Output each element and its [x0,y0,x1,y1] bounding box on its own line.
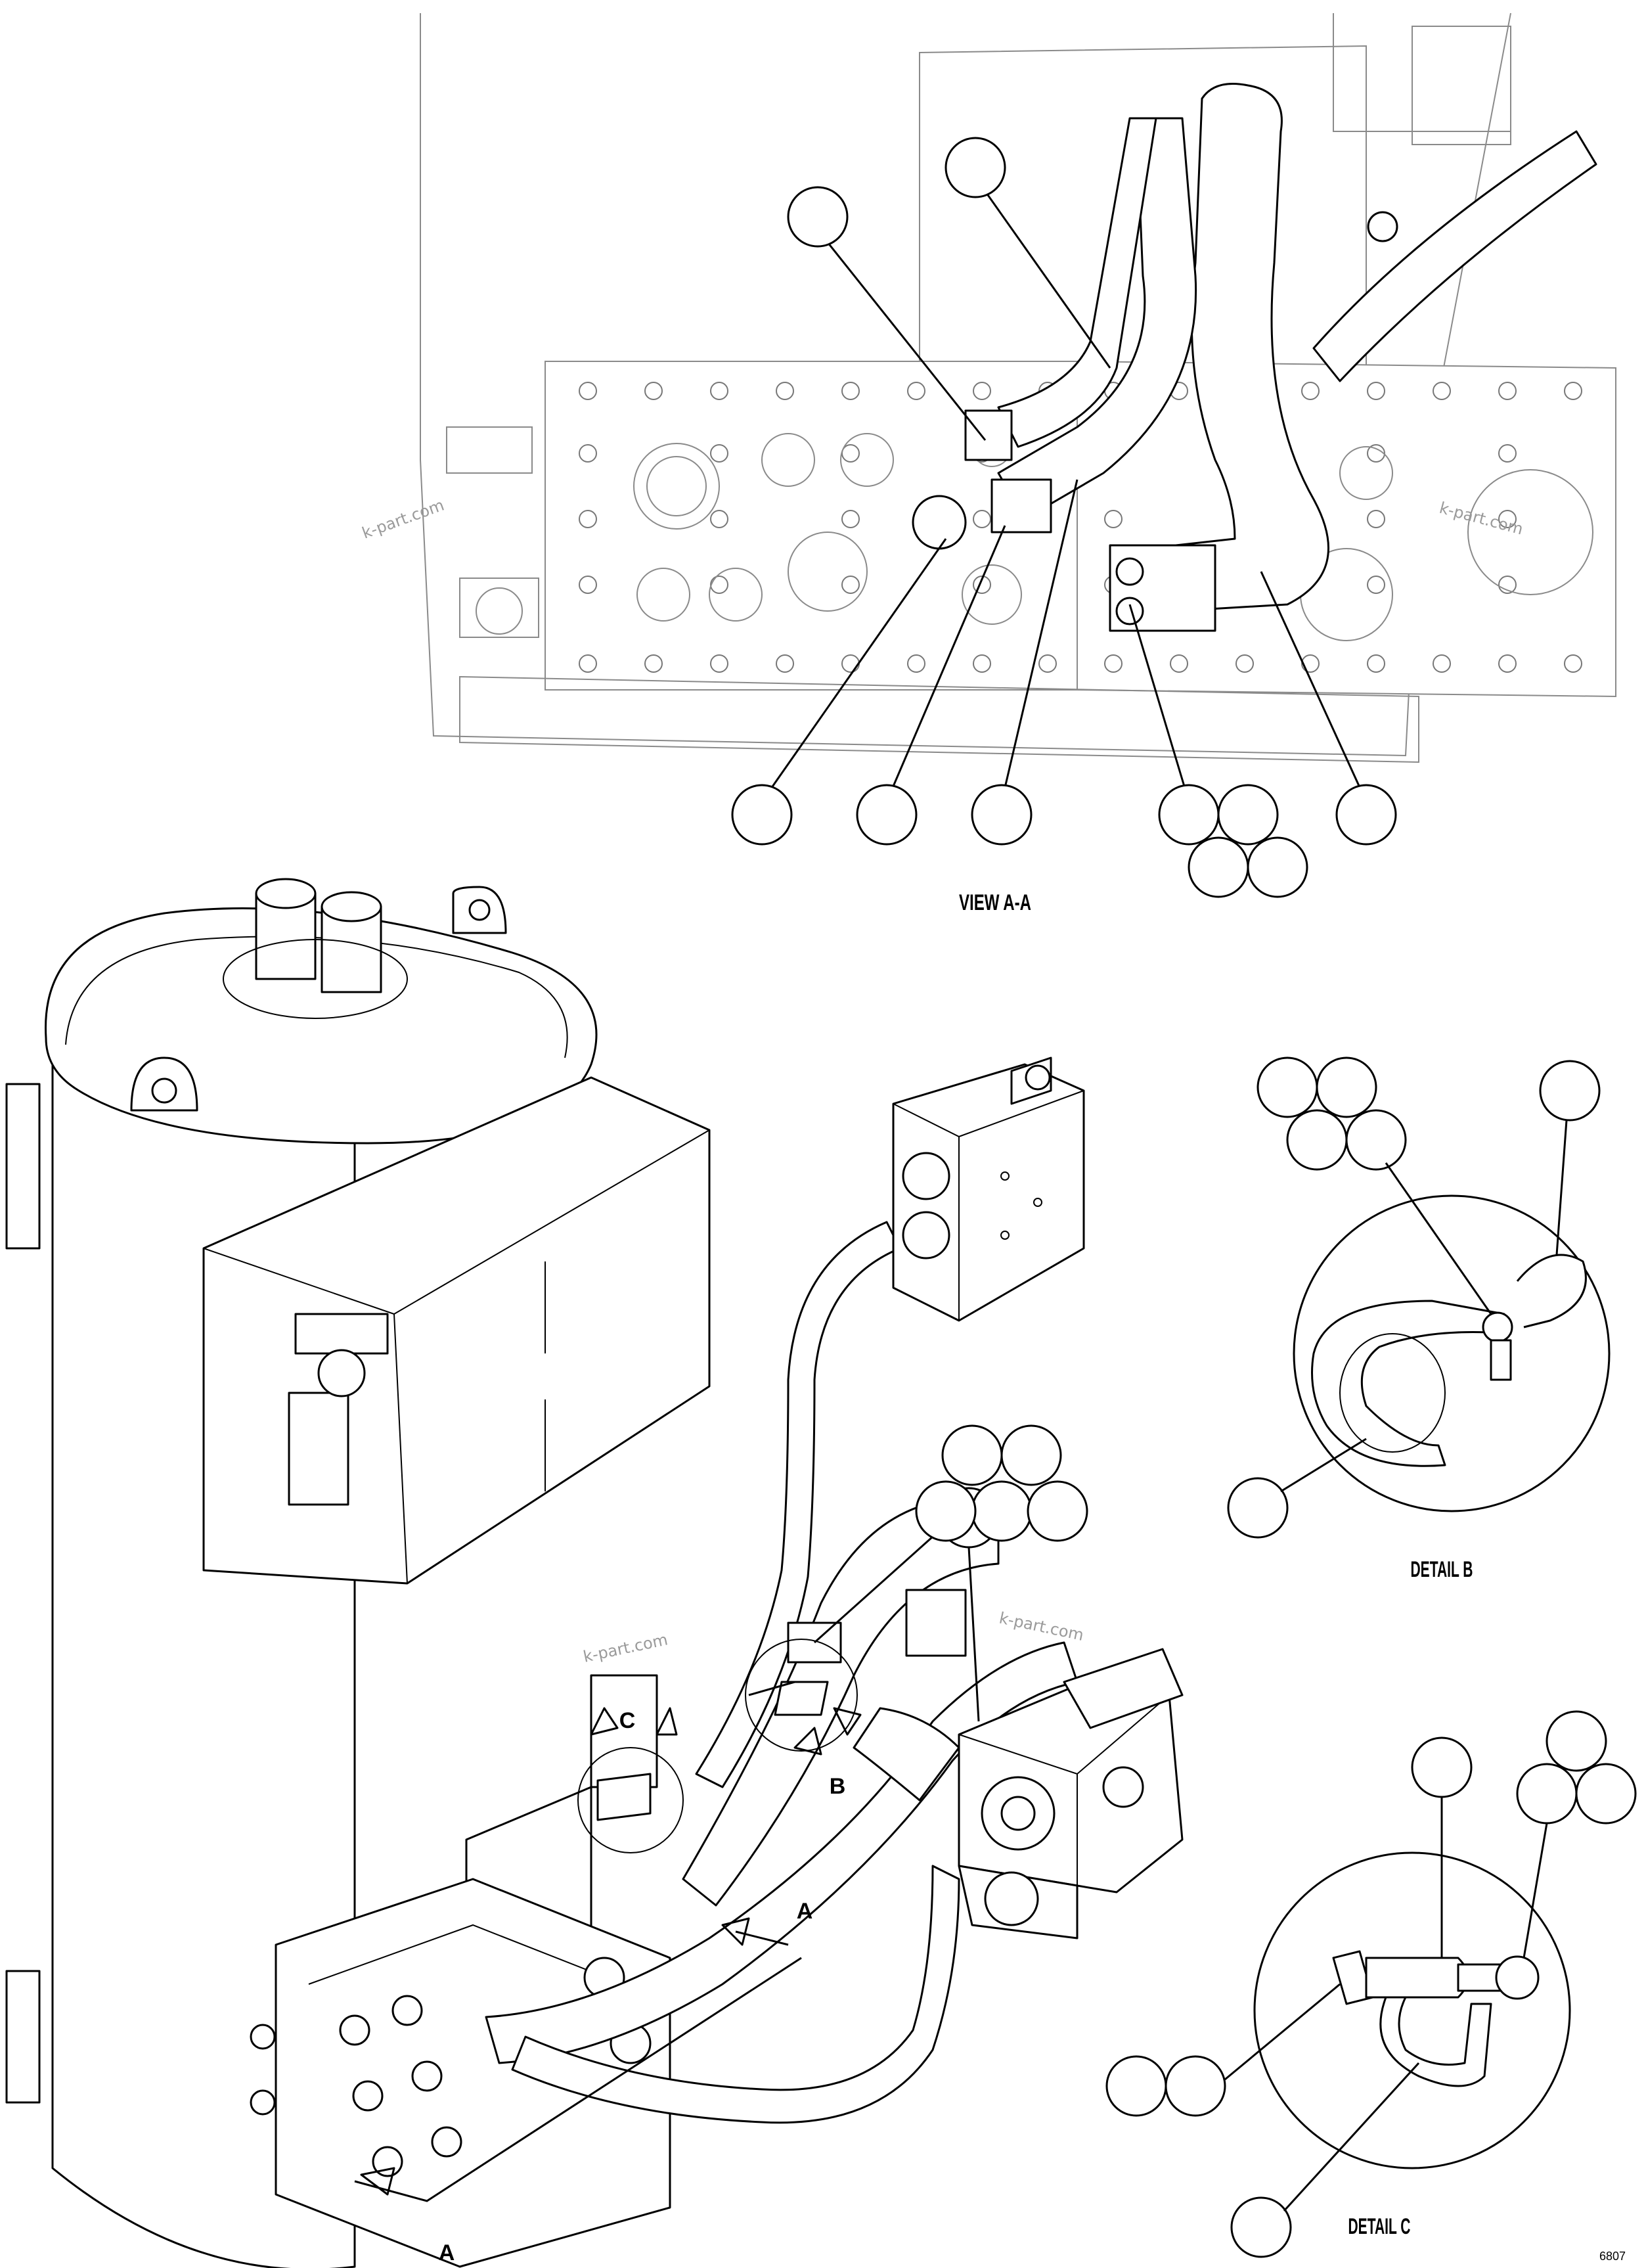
callout [1105,2055,1167,2117]
bolt-head [579,654,597,673]
bolt-head [710,382,728,400]
watermark: k-part.com [359,496,446,543]
bolt-head [1498,444,1517,463]
arrow-label-b: B [830,1774,846,1799]
callout [1345,1109,1407,1171]
bolt-head [1367,510,1385,528]
callout [1165,2055,1226,2117]
bolt-head [579,576,597,594]
watermark: k-part.com [581,1630,669,1666]
bolt-head [710,654,728,673]
detail-b [1227,1056,1611,1539]
view-aa-callouts [731,137,1397,898]
bolt-head [579,510,597,528]
arrow-label-c: C [619,1708,636,1733]
bolt-head [776,382,794,400]
bolt-head [1564,382,1582,400]
bolt-head [1498,382,1517,400]
callout [1188,836,1249,898]
callout [1227,1477,1289,1539]
callout [1257,1056,1318,1118]
callout [1411,1736,1473,1798]
bolt-head [973,510,991,528]
bolt-head [1433,382,1451,400]
bolt-head [1433,654,1451,673]
bolt-head [841,576,860,594]
callout [731,784,793,846]
detail-b-label: DETAIL B [1411,1557,1473,1582]
pump-assembly [958,1648,1184,1939]
bolt-head [1038,654,1057,673]
bolt-head [1235,654,1254,673]
arrow-label-a-upper: A [797,1899,813,1924]
section-indicators [354,1639,862,2202]
callout [1316,1056,1377,1118]
callout [1516,1763,1578,1825]
bolt-head [710,510,728,528]
callout [971,1480,1033,1542]
callout [1230,2196,1292,2258]
arrow-label-a-lower: A [439,2240,455,2265]
detail-c-label: DETAIL C [1348,2214,1411,2239]
main-hoses [485,1221,1079,2124]
view-aa-label: VIEW A-A [959,890,1031,915]
bolt-head [644,654,663,673]
callout [1286,1109,1348,1171]
bolt-head [907,382,925,400]
bolt-head [1301,382,1320,400]
drawing-code: 6807 [1599,2250,1626,2263]
callout [1158,784,1220,846]
callout [1335,784,1397,846]
bolt-head [710,444,728,463]
callout [1000,1424,1062,1486]
bolt-head [1498,510,1517,528]
tank-assembly [5,878,711,2268]
bolt-head [710,576,728,594]
bolt-head [1104,654,1123,673]
bolt-head [1367,576,1385,594]
bolt-head [776,654,794,673]
bolt-head [841,382,860,400]
bolt-head [1104,510,1123,528]
bolt-head [1170,654,1188,673]
bolt-head [1564,654,1582,673]
callout [945,137,1006,198]
callout [1217,784,1279,846]
bolt-head [1367,654,1385,673]
bolt-head [579,444,597,463]
bolt-head [973,654,991,673]
callout [1546,1710,1607,1772]
callout [787,186,849,248]
callout [1575,1763,1637,1825]
bolt-head [579,382,597,400]
bolt-head [1367,382,1385,400]
bolt-head [841,654,860,673]
bolt-head [907,654,925,673]
callout [941,1424,1003,1486]
valve-block [892,1056,1085,1322]
callout [1027,1480,1088,1542]
callout [1539,1060,1601,1122]
bolt-head [973,382,991,400]
callout [971,784,1033,846]
bolt-head [841,510,860,528]
bolt-head [1367,444,1385,463]
callout [856,784,918,846]
view-aa-hoses [912,83,1597,632]
bolt-head [1301,654,1320,673]
bolt-head [644,382,663,400]
detail-c [1105,1710,1637,2258]
bolt-head [1498,654,1517,673]
main-callouts [813,1424,1088,1722]
callout [915,1480,977,1542]
callout [1247,836,1308,898]
watermark: k-part.com [998,1608,1086,1644]
